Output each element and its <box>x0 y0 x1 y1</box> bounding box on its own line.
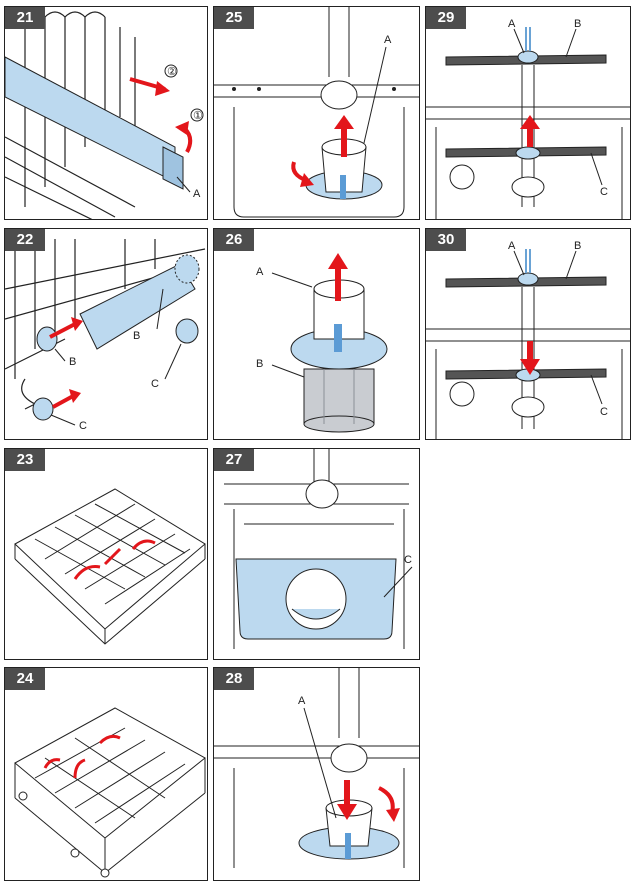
panel-28: 28 A <box>213 667 420 881</box>
label-b-lower: B <box>69 356 76 368</box>
step-number: 24 <box>5 668 45 690</box>
label-b: B <box>574 240 581 252</box>
illustration-filter-unlock: A <box>214 7 419 218</box>
illustration-rack-rollers: B B C C <box>5 239 206 432</box>
illustration-filter-install: A <box>214 668 419 868</box>
label-a: A <box>256 266 264 278</box>
step-number: 29 <box>426 7 466 29</box>
label-2: ② <box>167 66 177 78</box>
label-1: ① <box>193 110 203 122</box>
illustration-spray-arms-remove: A B C <box>426 18 630 219</box>
label-a: A <box>384 34 392 46</box>
label-a: A <box>508 240 516 252</box>
label-c: C <box>600 186 608 198</box>
illustration-upper-basket <box>14 488 206 645</box>
illustration-lower-basket <box>14 707 206 878</box>
label-a: A <box>193 188 201 200</box>
label-c: C <box>404 554 412 566</box>
illustration-spray-arms-install: A B C <box>426 240 630 439</box>
label-b: B <box>574 18 581 30</box>
label-c: C <box>151 378 159 390</box>
label-c-lower: C <box>79 420 87 432</box>
illustration-filter-separate: A B <box>256 253 388 433</box>
step-number: 22 <box>5 229 45 251</box>
step-number: 28 <box>214 668 254 690</box>
panel-27: 27 C <box>213 448 420 660</box>
label-b: B <box>133 330 140 342</box>
illustration-rack-tube-removal: ① ② A <box>5 11 204 219</box>
panel-30: 30 A B C <box>425 228 631 440</box>
label-a: A <box>508 18 516 30</box>
step-number: 25 <box>214 7 254 29</box>
illustration-microfilter: C <box>224 449 413 649</box>
panel-22: 22 B B C C <box>4 228 208 440</box>
step-number: 26 <box>214 229 254 251</box>
label-b: B <box>256 358 263 370</box>
panel-23: 23 <box>4 448 208 660</box>
panel-26: 26 A B <box>213 228 420 440</box>
panel-25: 25 A <box>213 6 420 220</box>
panel-24: 24 <box>4 667 208 881</box>
step-number: 27 <box>214 449 254 471</box>
panel-29: 29 A B C <box>425 6 631 220</box>
panel-21: 21 ① ② A <box>4 6 208 220</box>
label-a: A <box>298 695 306 707</box>
label-c: C <box>600 406 608 418</box>
step-number: 21 <box>5 7 45 29</box>
step-number: 30 <box>426 229 466 251</box>
step-number: 23 <box>5 449 45 471</box>
